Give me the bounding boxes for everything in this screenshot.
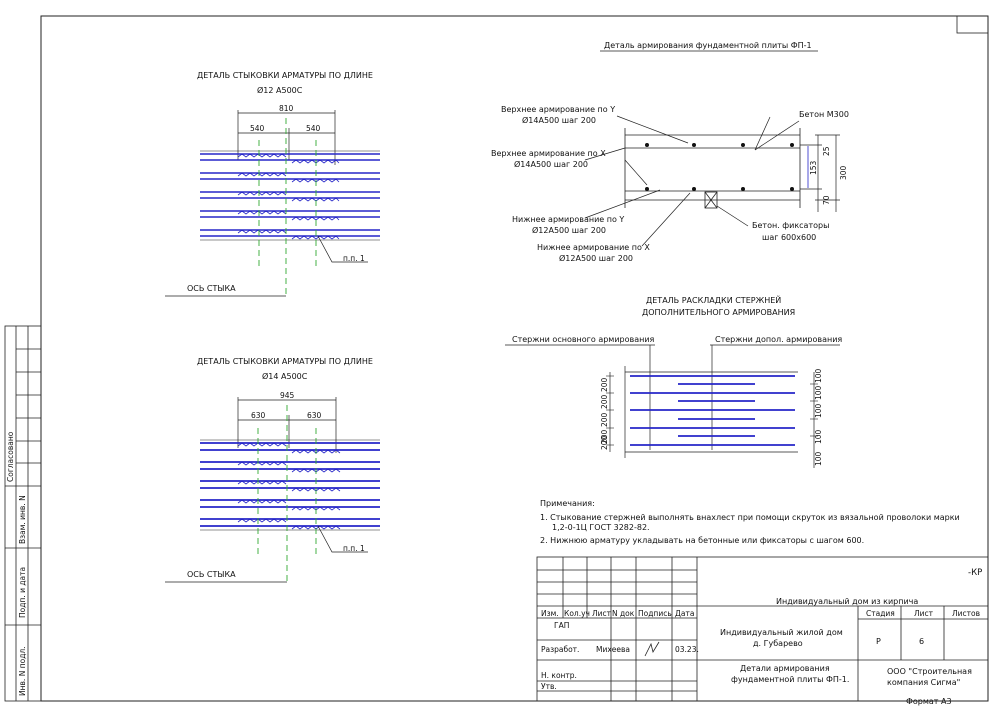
slab-dim-300: 300 — [839, 165, 848, 180]
layout-main-bars-label: Стержни основного армирования — [512, 335, 655, 344]
slab-concrete-label: Бетон М300 — [799, 110, 849, 119]
slab-top-x-spec: Ø14А500 шаг 200 — [514, 159, 588, 169]
inv-orig-label: Инв. N подл. — [18, 646, 27, 696]
splice14-axis: ОСЬ СТЫКА — [187, 570, 236, 579]
layout-left-dim-3: 200 — [600, 412, 609, 427]
layout-left-dim-1: 200 — [600, 377, 609, 392]
slab-top-x-label: Верхнее армирование по X — [491, 149, 606, 158]
splice14-title: ДЕТАЛЬ СТЫКОВКИ АРМАТУРЫ ПО ДЛИНЕ — [197, 357, 373, 366]
notes: Примечания: 1. Стыкование стержней выпол… — [540, 499, 960, 545]
stamp-listov-label: Листов — [952, 609, 980, 618]
stamp-h-podpis: Подпись — [638, 609, 672, 618]
splice12-dim-left: 540 — [250, 124, 265, 133]
notes-heading: Примечания: — [540, 499, 595, 508]
note-1b: 1,2-0-1Ц ГОСТ 3282-82. — [552, 523, 650, 532]
format-label: Формат А3 — [906, 697, 952, 706]
layout-right-dim-5: 100 — [814, 451, 823, 466]
stamp-project: Индивидуальный дом из кирпича — [776, 597, 918, 606]
stamp-gap: ГАП — [554, 621, 569, 630]
stamp-h-data: Дата — [675, 609, 694, 618]
layout-title-2: ДОПОЛНИТЕЛЬНОГО АРМИРОВАНИЯ — [642, 308, 795, 317]
splice12-dim-right: 540 — [306, 124, 321, 133]
slab-dim-153: 153 — [809, 160, 818, 175]
stamp-company-1: ООО "Строительная — [887, 667, 972, 676]
replaced-inv-label: Взам. инв. N — [18, 495, 27, 544]
layout-title-1: ДЕТАЛЬ РАСКЛАДКИ СТЕРЖНЕЙ — [646, 294, 781, 305]
stamp-nkontr: Н. контр. — [541, 671, 577, 680]
stamp-list-no: 6 — [919, 637, 924, 646]
layout-main-bars — [630, 375, 795, 446]
layout-right-dim-4: 100 — [814, 429, 823, 444]
splice14-dim-left: 630 — [251, 411, 266, 420]
stamp-list-label: Лист — [914, 609, 934, 618]
layout-right-dim-3: 100 — [814, 403, 823, 418]
splice12-ties — [237, 153, 340, 240]
stamp-site-1: Индивидуальный жилой дом — [720, 628, 843, 637]
slab-title: Деталь армирования фундаментной плиты ФП… — [604, 41, 812, 50]
slab-top-y-label: Верхнее армирование по Y — [501, 105, 615, 114]
layout-left-dim-4: 200 — [600, 429, 609, 444]
side-stamp — [4, 325, 42, 702]
layout-right-dim-2: 100 — [814, 385, 823, 400]
splice12-axis: ОСЬ СТЫКА — [187, 284, 236, 293]
stamp-date: 03.23. — [675, 645, 699, 654]
slab-detail: Деталь армирования фундаментной плиты ФП… — [491, 41, 849, 263]
signature-mark — [644, 641, 660, 657]
note-1a: 1. Стыкование стержней выполнять внахлес… — [540, 513, 960, 522]
layout-right-dim-1: 100 — [814, 368, 823, 383]
stamp-h-koluch: Кол.уч — [564, 609, 590, 618]
splice12-dim-total: 810 — [279, 104, 294, 113]
stamp-sheet-title-1: Детали армирования — [740, 664, 830, 673]
splice12-bar: Ø12 А500С — [257, 85, 303, 95]
stamp-site-2: д. Губарево — [753, 639, 803, 648]
splice-detail-14: ДЕТАЛЬ СТЫКОВКИ АРМАТУРЫ ПО ДЛИНЕ Ø14 А5… — [165, 357, 380, 583]
stamp-h-izm: Изм. — [541, 609, 559, 618]
stamp-company-2: компания Сигма" — [887, 678, 960, 687]
stamp-razrabot: Разработ. — [541, 645, 579, 654]
stamp-utv: Утв. — [541, 682, 557, 691]
slab-dim-25: 25 — [822, 146, 831, 156]
splice12-bars — [200, 153, 380, 237]
splice14-ties — [237, 442, 341, 530]
stamp-stadia: Р — [876, 637, 881, 646]
splice12-title: ДЕТАЛЬ СТЫКОВКИ АРМАТУРЫ ПО ДЛИНЕ — [197, 71, 373, 80]
stamp-stadia-label: Стадия — [866, 609, 895, 618]
slab-spacers-label: Бетон. фиксаторы — [752, 221, 829, 230]
splice14-bar: Ø14 А500С — [262, 371, 308, 381]
layout-detail: ДЕТАЛЬ РАСКЛАДКИ СТЕРЖНЕЙ ДОПОЛНИТЕЛЬНОГ… — [505, 294, 842, 468]
agreed-label: Согласовано — [6, 431, 15, 482]
splice-detail-12: ДЕТАЛЬ СТЫКОВКИ АРМАТУРЫ ПО ДЛИНЕ Ø12 А5… — [165, 71, 380, 297]
slab-rebar-dots — [645, 143, 794, 191]
splice14-callout: п.п. 1 — [343, 544, 365, 553]
splice14-dim-right: 630 — [307, 411, 322, 420]
slab-bot-x-label: Нижнее армирование по X — [537, 243, 650, 252]
splice12-callout: п.п. 1 — [343, 254, 365, 263]
stamp-code: -КР — [968, 568, 982, 578]
layout-extra-bars-label: Стержни допол. армирования — [715, 335, 842, 344]
stamp-h-list: Лист — [592, 609, 612, 618]
splice14-dim-total: 945 — [280, 391, 295, 400]
slab-bot-y-label: Нижнее армирование по Y — [512, 215, 624, 224]
slab-bot-y-spec: Ø12А500 шаг 200 — [532, 225, 606, 235]
slab-top-y-spec: Ø14А500 шаг 200 — [522, 115, 596, 125]
slab-spacers-spec: шаг 600х600 — [762, 233, 816, 242]
slab-dim-70: 70 — [822, 195, 831, 205]
sign-date-label: Подп. и дата — [18, 567, 27, 618]
slab-bot-x-spec: Ø12А500 шаг 200 — [559, 253, 633, 263]
layout-left-dim-5: 200 — [600, 435, 609, 450]
splice14-bars — [200, 442, 380, 527]
layout-extra-bars — [678, 383, 755, 437]
stamp-sheet-title-2: фундаментной плиты ФП-1. — [731, 675, 849, 684]
stamp-author: Михеева — [596, 645, 630, 654]
title-block — [536, 556, 989, 702]
stamp-h-ndok: N док — [612, 609, 635, 618]
note-2: 2. Нижнюю арматуру укладывать на бетонны… — [540, 536, 864, 545]
layout-left-dim-2: 200 — [600, 394, 609, 409]
